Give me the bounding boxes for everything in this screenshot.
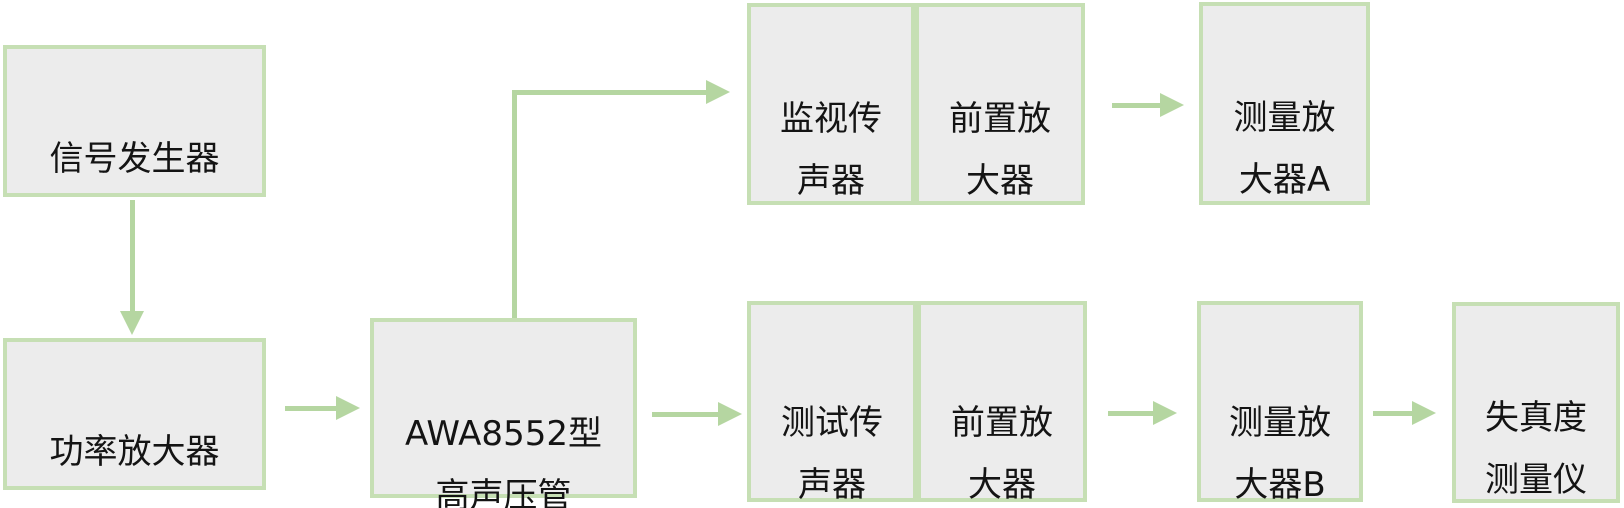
- arrowhead-right-icon: [1160, 93, 1184, 117]
- arrow-shaft: [285, 406, 336, 411]
- node-label: 测试传 声器: [781, 403, 883, 505]
- arrow-shaft: [652, 412, 718, 417]
- node-preamplifier-top: 前置放 大器: [915, 3, 1085, 205]
- arrowhead-right-icon: [336, 396, 360, 420]
- node-measuring-amplifier-b: 测量放 大器B: [1197, 301, 1363, 505]
- arrow-shaft: [1373, 411, 1412, 416]
- arrowhead-right-icon: [718, 402, 742, 426]
- node-distortion-meter: 失真度 测量仪: [1452, 302, 1620, 503]
- arrowhead-down-icon: [120, 311, 144, 335]
- node-label: 测量放 大器B: [1229, 403, 1331, 505]
- arrowhead-right-icon: [1412, 401, 1436, 425]
- node-label: 测量放 大器A: [1233, 98, 1336, 200]
- arrow-shaft: [1112, 103, 1160, 108]
- node-preamplifier-bottom: 前置放 大器: [917, 301, 1087, 505]
- node-signal-generator: 信号发生器: [3, 45, 266, 197]
- arrow-shaft: [1108, 411, 1153, 416]
- arrowhead-right-icon: [1153, 401, 1177, 425]
- node-label: AWA8552型 高声压管: [405, 414, 602, 508]
- node-label: 前置放 大器: [951, 403, 1053, 505]
- arrowhead-right-icon: [706, 80, 730, 104]
- arrow-shaft: [130, 200, 135, 311]
- arrow-elbow-shaft: [512, 92, 517, 318]
- node-label: 监视传 声器: [780, 99, 882, 201]
- node-label: 前置放 大器: [949, 99, 1051, 201]
- node-test-microphone: 测试传 声器: [747, 301, 917, 505]
- node-power-amplifier: 功率放大器: [3, 338, 266, 490]
- arrow-shaft: [512, 90, 706, 95]
- node-label: 失真度 测量仪: [1485, 398, 1587, 500]
- node-measuring-amplifier-a: 测量放 大器A: [1199, 2, 1370, 205]
- node-label: 功率放大器: [49, 432, 220, 472]
- node-monitor-microphone: 监视传 声器: [747, 3, 915, 205]
- node-awa8552-tube: AWA8552型 高声压管: [370, 318, 637, 508]
- node-label: 信号发生器: [49, 139, 220, 179]
